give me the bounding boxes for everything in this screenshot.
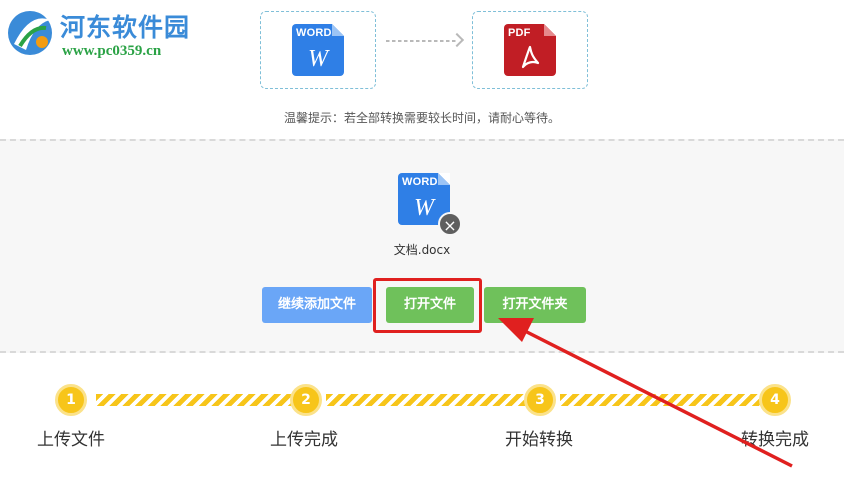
step-3-label: 开始转换: [505, 430, 573, 450]
progress-bar-segment: [96, 394, 292, 406]
word-file-icon: WORD W: [292, 24, 344, 76]
pdf-file-icon: PDF: [504, 24, 556, 76]
watermark-title: 河东软件园: [60, 13, 191, 42]
highlight-box: [373, 278, 482, 333]
tip-text: 温馨提示：若全部转换需要较长时间，请耐心等待。: [283, 111, 560, 125]
step-1-number: 1: [55, 384, 87, 416]
convert-arrow-line: [386, 40, 458, 42]
remove-file-button[interactable]: ×: [438, 212, 462, 236]
word-icon-label: WORD: [296, 27, 332, 39]
watermark: 河东软件园 www.pc0359.cn: [0, 0, 210, 70]
upload-area: WORD W × 文档.docx 继续添加文件 打开文件 打开文件夹: [0, 139, 844, 353]
pdf-icon-label: PDF: [508, 27, 531, 39]
target-format-box: PDF: [472, 11, 588, 89]
step-1-label: 上传文件: [37, 430, 105, 450]
acrobat-icon: [521, 45, 540, 69]
step-2-number: 2: [290, 384, 322, 416]
step-4-number: 4: [759, 384, 791, 416]
source-format-box: WORD W: [260, 11, 376, 89]
open-folder-button[interactable]: 打开文件夹: [484, 287, 586, 323]
arrow-right-icon: [449, 32, 465, 48]
progress-bar-segment: [326, 394, 526, 406]
site-logo-icon: [8, 11, 52, 55]
progress-bar-segment: [560, 394, 760, 406]
open-file-button[interactable]: 打开文件: [386, 287, 474, 323]
word-icon-glyph: W: [308, 46, 328, 72]
continue-add-files-button[interactable]: 继续添加文件: [262, 287, 372, 323]
step-2-label: 上传完成: [270, 430, 338, 450]
uploaded-icon-glyph: W: [414, 195, 434, 221]
uploaded-icon-label: WORD: [402, 176, 438, 188]
file-name: 文档.docx: [393, 243, 451, 257]
step-3-number: 3: [524, 384, 556, 416]
step-4-label: 转换完成: [741, 430, 809, 450]
watermark-url: www.pc0359.cn: [62, 43, 162, 59]
